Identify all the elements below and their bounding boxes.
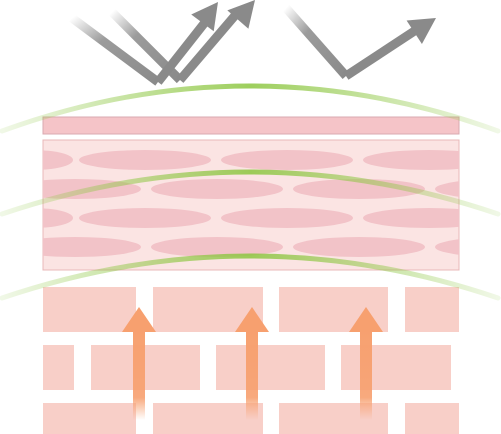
cell [363,208,459,228]
brick [405,403,459,434]
reflected-arrow-shaft [154,13,214,85]
brick [405,287,459,332]
cell [79,208,211,228]
cell [221,150,353,170]
incoming-arrows [69,0,436,86]
reflected-arrow-icon [406,18,436,44]
brick [91,345,200,390]
cell [151,237,283,257]
cell [435,181,459,197]
barrier-line [0,83,501,134]
cell [79,150,211,170]
up-arrow-shaft [360,330,372,420]
brick [43,345,74,390]
cell [43,237,141,257]
reflected-arrow-shaft [343,26,419,80]
incoming-arrow-tail [69,14,161,86]
cell [43,150,73,170]
barrier-lines [0,83,501,301]
reflected-arrow-shaft [176,9,242,83]
cell [43,240,52,254]
cell-layer [42,139,460,271]
up-arrow-icon [235,307,269,332]
cell [43,208,73,228]
brick [153,403,263,434]
incoming-arrow-tail [282,5,350,79]
diagonal-arrow-icon [191,2,218,32]
barrier-line [0,253,501,301]
brick [341,345,451,390]
brick [43,287,136,332]
brick [43,403,136,434]
cell [363,150,459,170]
cell [151,179,283,199]
brick-layer [43,287,459,434]
up-arrow-icon [122,307,156,332]
up-arrow-shaft [133,330,145,420]
up-arrow-icon [349,307,383,332]
upward-arrows [122,307,383,420]
diagonal-arrow-icon [227,0,255,29]
cell [221,208,353,228]
cell [293,237,425,257]
up-arrow-shaft [246,330,258,420]
barrier-line [0,169,501,217]
cell [435,239,459,255]
brick [216,345,325,390]
cell [43,182,52,196]
top-band [42,116,460,135]
